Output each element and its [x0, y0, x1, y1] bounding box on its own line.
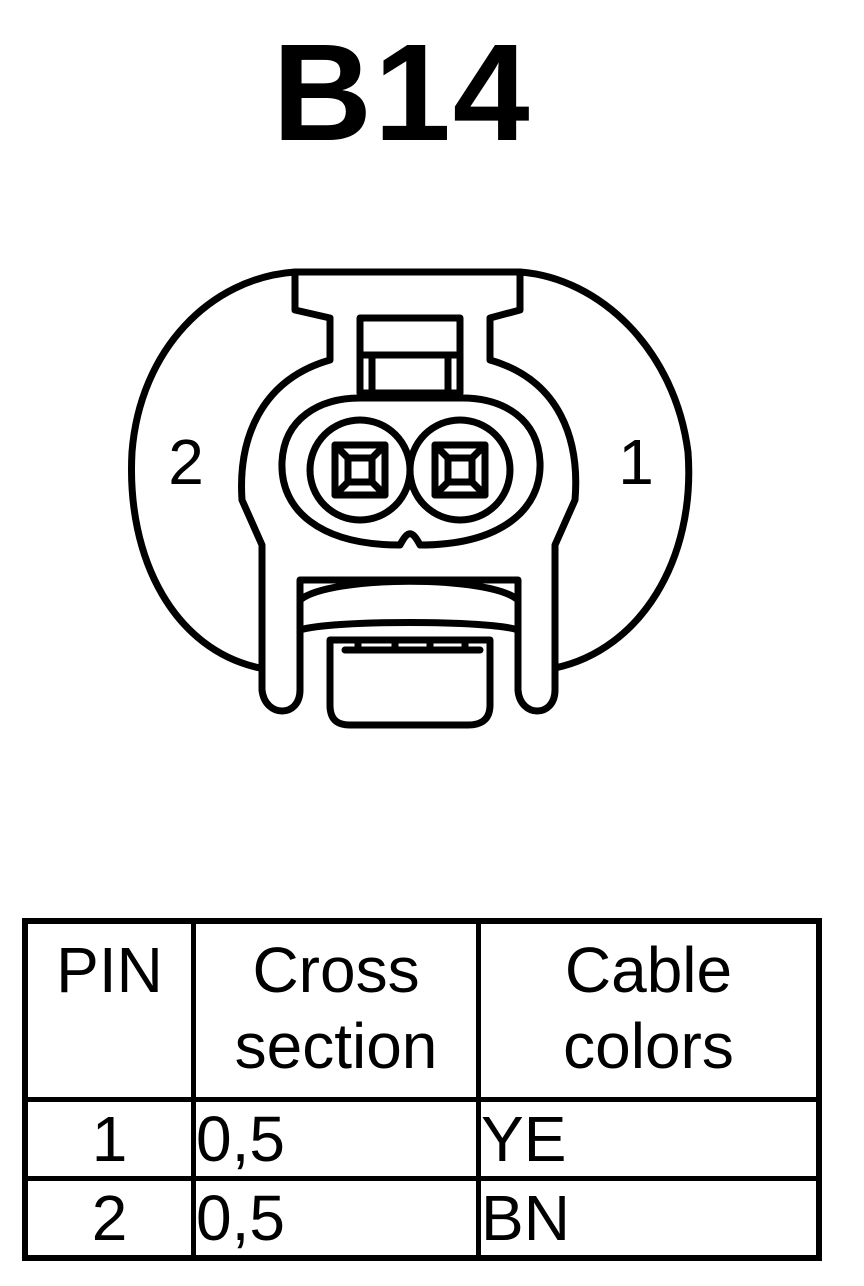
header-color-line1: Cable	[564, 934, 733, 1006]
header-cross-section: Cross section	[191, 918, 481, 1102]
cell-cable-color: YE	[476, 1097, 822, 1181]
pin-1-terminal	[431, 441, 489, 499]
header-color-line2: colors	[563, 1010, 734, 1082]
header-cross-line2: section	[234, 1010, 438, 1082]
cell-cross-section: 0,5	[191, 1176, 481, 1261]
connector-face-drawing: 2 1	[128, 268, 693, 729]
cell-pin: 1	[22, 1097, 196, 1181]
latch-tab	[238, 268, 580, 715]
table-header-row: PIN Cross section Cable colors	[22, 918, 822, 1102]
connector-title: B14	[272, 16, 532, 170]
pin-1-socket	[406, 416, 514, 524]
pin-label-1: 1	[618, 426, 654, 498]
housing-outline	[128, 268, 693, 672]
header-pin-line1: PIN	[56, 934, 163, 1006]
header-cable-colors: Cable colors	[476, 918, 822, 1102]
pin-2-socket	[306, 416, 414, 524]
lower-key	[326, 636, 494, 729]
table-row: 2 0,5 BN	[22, 1176, 822, 1261]
cell-cross-section: 0,5	[191, 1097, 481, 1181]
pin-cavity	[278, 394, 544, 549]
cell-pin: 2	[22, 1176, 196, 1261]
pin-assignment-table: PIN Cross section Cable colors 1 0,5 YE …	[22, 918, 822, 1261]
pin-2-terminal	[331, 441, 389, 499]
lower-latch	[296, 577, 522, 634]
table-row: 1 0,5 YE	[22, 1097, 822, 1181]
header-pin: PIN	[22, 918, 196, 1102]
pin-label-2: 2	[168, 426, 204, 498]
header-cross-line1: Cross	[252, 934, 420, 1006]
cell-cable-color: BN	[476, 1176, 822, 1261]
